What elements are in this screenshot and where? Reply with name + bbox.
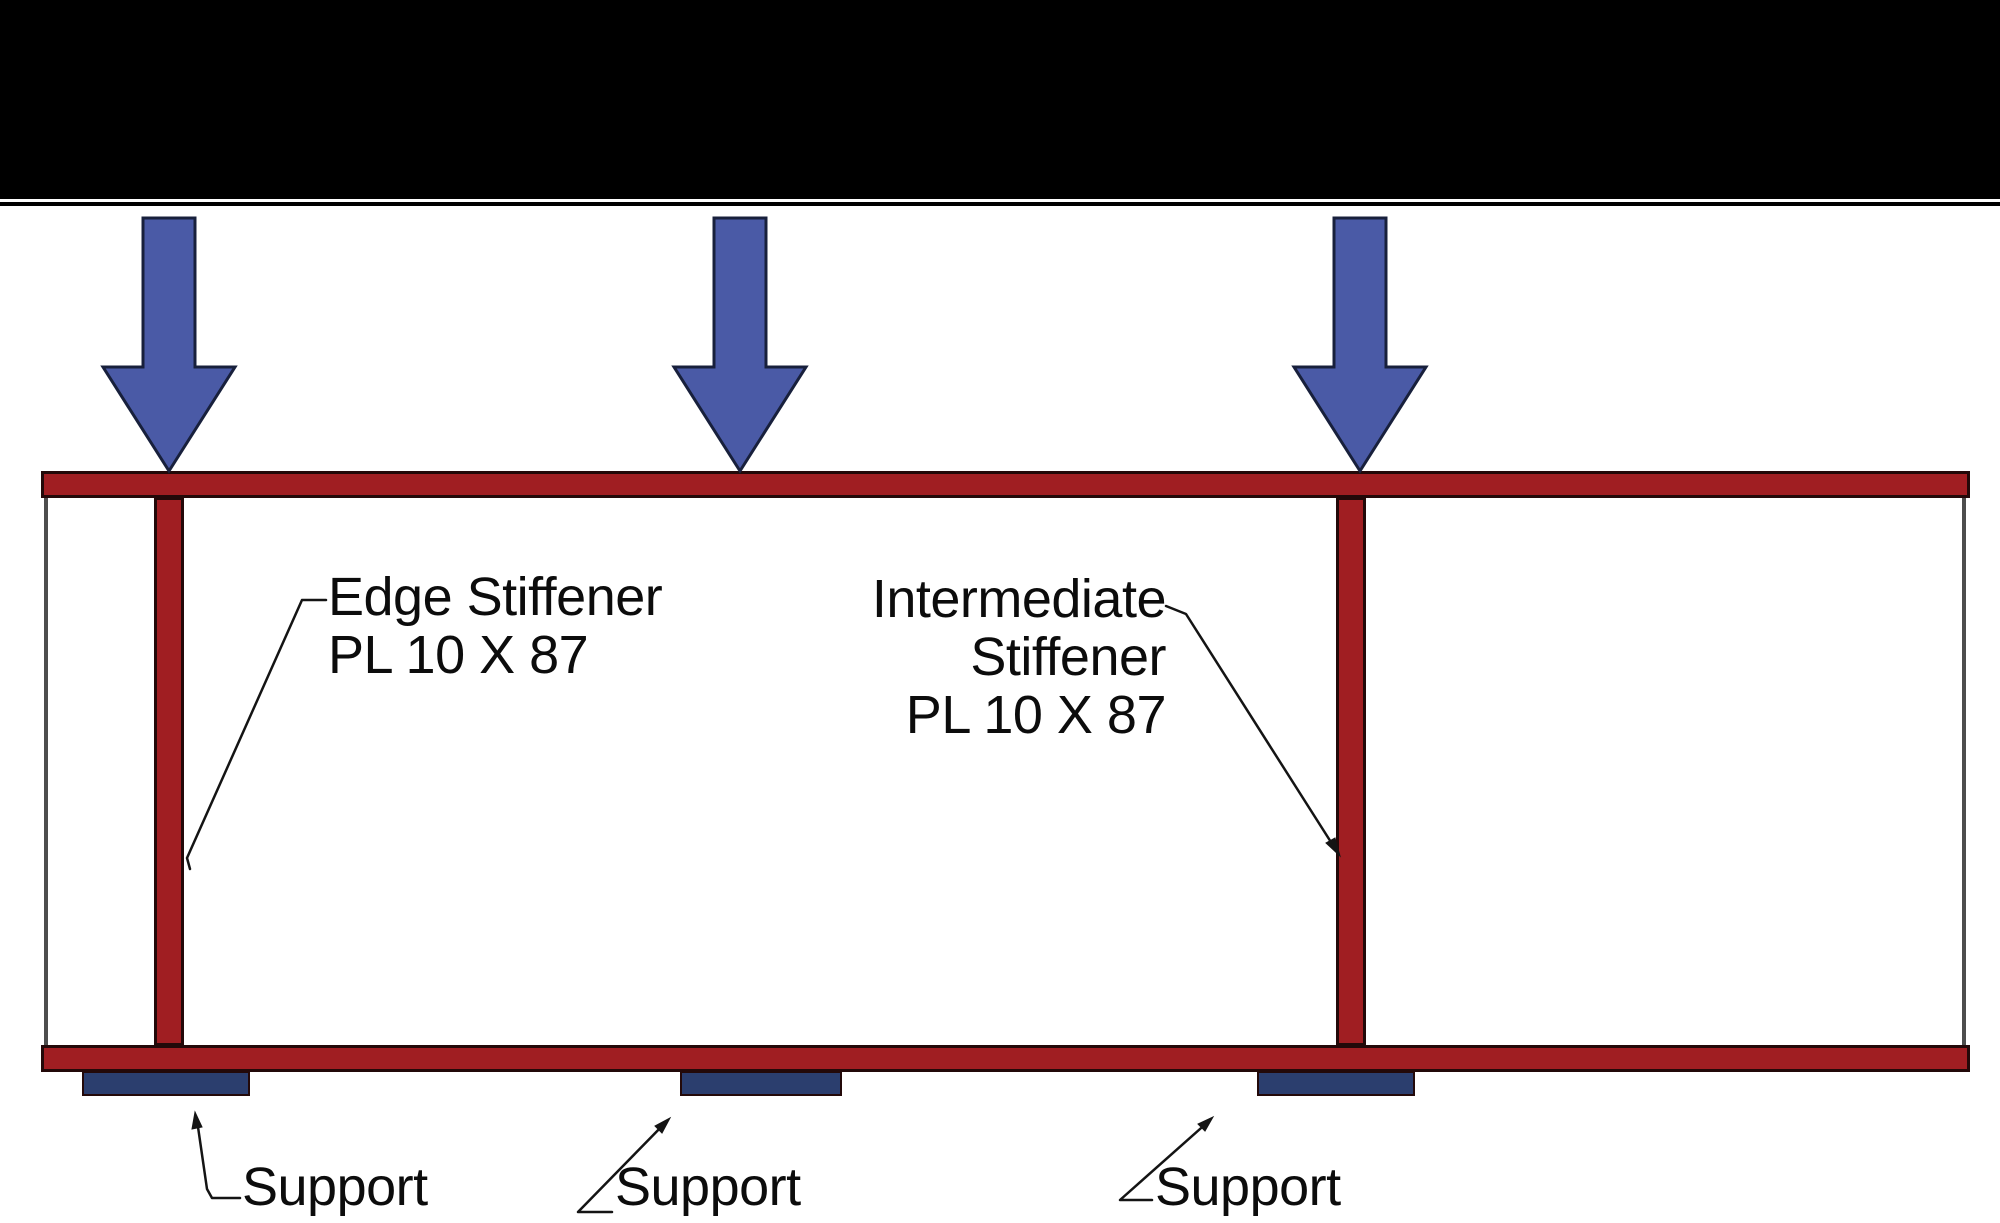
top-flange xyxy=(41,471,1970,498)
intermediate-stiffener-label: Intermediate Stiffener PL 10 X 87 xyxy=(850,569,1167,745)
header-black-band xyxy=(0,0,2000,199)
load-arrow-center xyxy=(671,216,809,474)
support-right-arrowhead-icon xyxy=(1197,1115,1215,1132)
bottom-flange xyxy=(41,1045,1970,1072)
web-left-edge xyxy=(44,498,48,1045)
web-right-edge xyxy=(1962,498,1966,1045)
intermediate-stiffener-label-line3: PL 10 X 87 xyxy=(905,685,1167,745)
support-right-leader-line xyxy=(1118,1119,1211,1202)
intermediate-stiffener-leader-line xyxy=(1164,604,1338,852)
edge-stiffener-label-line1: Edge Stiffener xyxy=(328,567,663,627)
intermediate-stiffener-label-line2: Stiffener xyxy=(970,627,1166,687)
intermediate-leader-arrowhead-icon xyxy=(1325,837,1341,858)
edge-stiffener-leader-line xyxy=(185,598,328,871)
support-center-leader-line xyxy=(576,1120,668,1214)
support-left-arrowhead-icon xyxy=(191,1110,203,1130)
support-left-leader-line xyxy=(195,1118,242,1200)
support-label-center: Support xyxy=(615,1157,801,1217)
support-label-right: Support xyxy=(1155,1157,1341,1217)
edge-stiffener-label-line2: PL 10 X 87 xyxy=(328,625,589,685)
header-band-underline xyxy=(0,202,2000,206)
support-pad-left xyxy=(82,1071,250,1096)
support-pad-center xyxy=(680,1071,842,1096)
load-arrow-left xyxy=(100,216,238,474)
support-pad-right xyxy=(1257,1071,1415,1096)
intermediate-stiffener-label-line1: Intermediate xyxy=(871,569,1167,629)
support-label-left: Support xyxy=(242,1157,428,1217)
edge-stiffener-plate xyxy=(154,497,184,1046)
support-center-arrowhead-icon xyxy=(654,1116,672,1134)
intermediate-stiffener-plate xyxy=(1336,497,1366,1046)
load-arrow-right xyxy=(1291,216,1429,474)
edge-stiffener-label: Edge Stiffener PL 10 X 87 xyxy=(328,567,663,685)
